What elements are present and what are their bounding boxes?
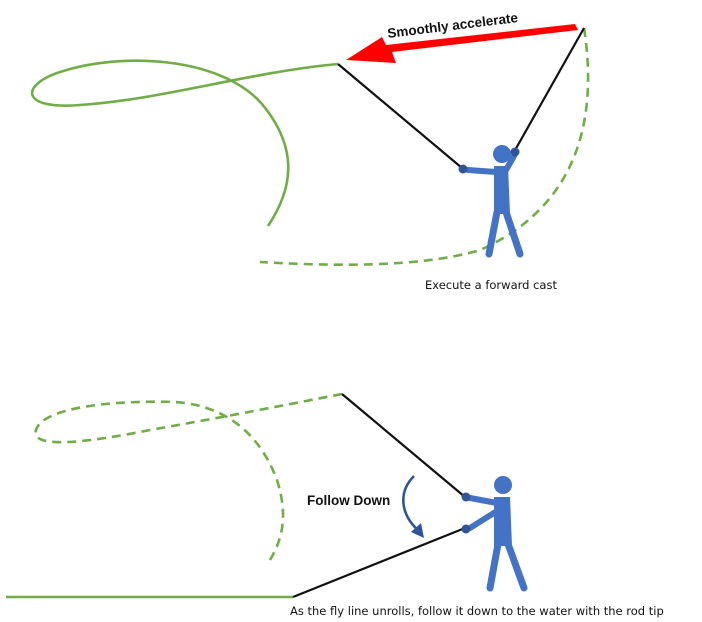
angler-arm xyxy=(470,498,497,503)
angler-leg xyxy=(489,212,497,254)
follow-down-panel: Follow Down As the fly line unrolls, fol… xyxy=(6,394,664,618)
angler-figure xyxy=(462,476,525,588)
rod-lower-position xyxy=(293,528,465,597)
angler-hand xyxy=(462,493,471,502)
angler-hand xyxy=(511,148,520,157)
angler-arm xyxy=(470,511,497,528)
fly-line-loop xyxy=(32,61,338,226)
angler-hand xyxy=(459,165,468,174)
angler-arm xyxy=(468,170,496,172)
rod-upper-position xyxy=(342,394,465,497)
angler-leg xyxy=(490,544,498,588)
angler-head xyxy=(494,476,512,494)
follow-down-label: Follow Down xyxy=(307,493,390,508)
angler-figure xyxy=(459,145,521,254)
rod-start-position xyxy=(514,28,584,152)
follow-down-caption: As the fly line unrolls, follow it down … xyxy=(290,604,664,618)
forward-cast-caption: Execute a forward cast xyxy=(425,278,557,292)
forward-cast-panel: Smoothly accelerate Execute a forward ca… xyxy=(32,10,588,292)
back-cast-line-path xyxy=(260,28,588,265)
rod-forward-position xyxy=(338,64,462,168)
follow-down-arrow xyxy=(403,476,420,532)
angler-leg xyxy=(508,544,524,588)
unrolling-line-loop xyxy=(36,394,342,560)
angler-hand xyxy=(462,525,471,534)
angler-leg xyxy=(506,212,520,254)
